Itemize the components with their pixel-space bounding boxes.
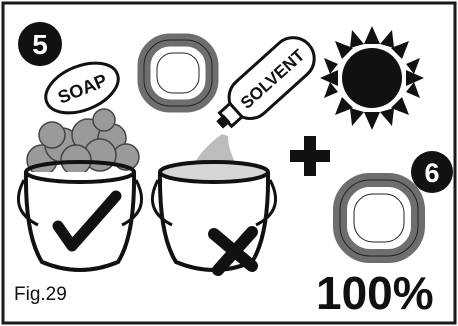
clean-seal-icon	[340, 180, 418, 256]
solvent-bottle-icon: SOLVENT	[206, 29, 323, 141]
step-5-number: 5	[32, 29, 48, 60]
figure-caption: Fig.29	[14, 284, 67, 306]
sun-icon	[320, 26, 424, 130]
result-percentage: 100%	[316, 270, 434, 316]
step-6-number: 6	[424, 158, 439, 188]
rubber-seal-icon	[144, 40, 212, 106]
plus-icon	[290, 136, 330, 176]
step-6-badge: 6	[411, 151, 453, 193]
soap-bucket-icon	[18, 162, 141, 270]
step-5-badge: 5	[18, 22, 62, 66]
solvent-bucket-icon	[152, 162, 275, 270]
